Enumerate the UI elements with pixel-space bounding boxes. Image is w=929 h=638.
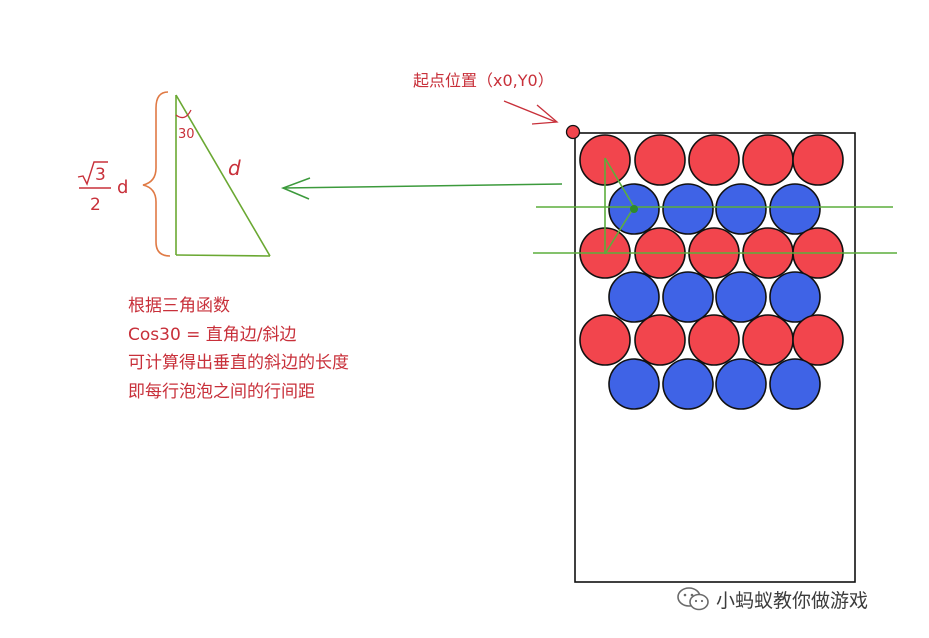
angle-label: 30: [178, 127, 195, 142]
board-triangle: [604, 157, 635, 255]
bubble-grid: [579, 134, 844, 410]
red-bubble: [634, 134, 686, 186]
red-bubble: [742, 314, 794, 366]
blue-bubble: [662, 271, 714, 323]
svg-text:3: 3: [95, 165, 106, 185]
blue-bubble: [769, 271, 821, 323]
game-board: [574, 132, 856, 583]
blue-bubble: [715, 358, 767, 410]
wechat-icon: [677, 587, 709, 611]
bubble-center-dot: [630, 205, 638, 213]
explanation-text: 根据三角函数 Cos30 = 直角边/斜边 可计算得出垂直的斜边的长度 即每行泡…: [128, 292, 349, 406]
explanation-line: 根据三角函数: [128, 296, 230, 316]
red-bubble: [742, 134, 794, 186]
explanation-line: 可计算得出垂直的斜边的长度: [128, 353, 349, 373]
red-bubble: [688, 314, 740, 366]
blue-bubble: [715, 183, 767, 235]
svg-text:2: 2: [90, 195, 101, 215]
blue-bubble: [769, 358, 821, 410]
explanation-line: Cos30 = 直角边/斜边: [128, 324, 297, 345]
blue-bubble: [608, 271, 660, 323]
start-point-label: 起点位置（x0,Y0）: [413, 71, 554, 90]
start-arrow: [503, 100, 559, 125]
curly-brace: [142, 91, 171, 257]
hypotenuse-label: d: [228, 156, 241, 180]
blue-bubble: [608, 358, 660, 410]
pointer-arrow: [280, 177, 563, 200]
red-bubble: [634, 314, 686, 366]
triangle-diagram: [175, 94, 271, 257]
red-bubble: [792, 314, 844, 366]
watermark: 小蚂蚁教你做游戏: [676, 584, 868, 614]
explanation-line: 即每行泡泡之间的行间距: [128, 381, 315, 402]
blue-bubble: [715, 271, 767, 323]
blue-bubble: [662, 358, 714, 410]
side-length-formula: 3 2 d: [77, 161, 128, 215]
svg-text:d: d: [117, 177, 128, 198]
watermark-text: 小蚂蚁教你做游戏: [716, 589, 869, 612]
blue-bubble: [769, 183, 821, 235]
start-point-marker: [565, 124, 581, 140]
red-bubble: [688, 134, 740, 186]
red-bubble: [792, 134, 844, 186]
angle-arc: [175, 109, 192, 119]
blue-bubble: [662, 183, 714, 235]
red-bubble: [579, 314, 631, 366]
